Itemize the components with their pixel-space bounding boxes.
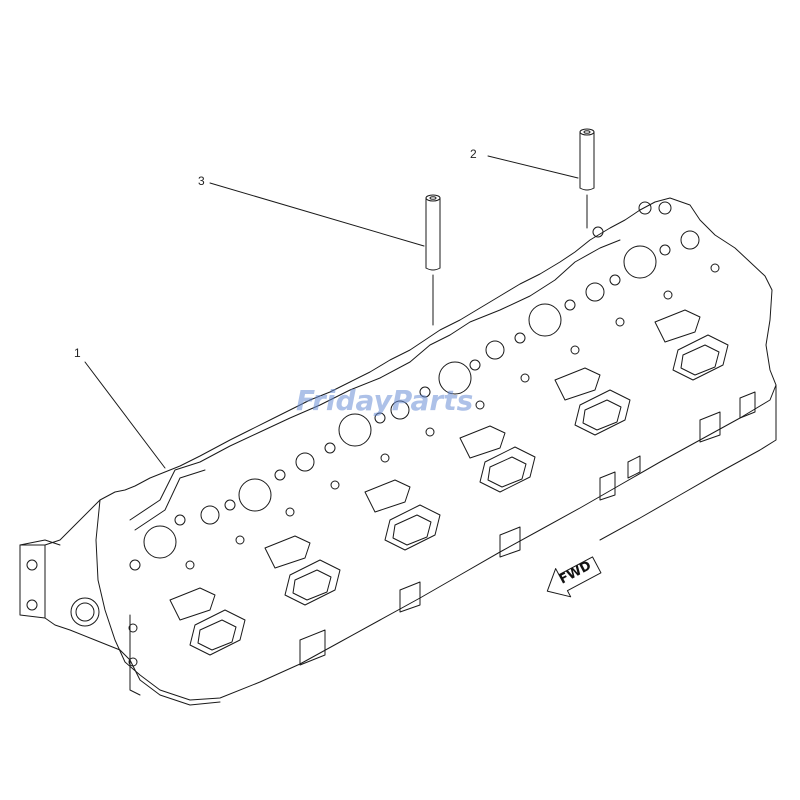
leader-line-1 bbox=[84, 361, 166, 469]
watermark-part1: Friday bbox=[296, 384, 394, 417]
leader-line-2 bbox=[487, 155, 579, 179]
watermark-logo: FridayParts bbox=[296, 384, 473, 417]
fwd-arrow bbox=[546, 556, 602, 598]
valve-bosses bbox=[169, 309, 701, 621]
callout-3: 3 bbox=[198, 174, 205, 188]
cylinder-head-side-face bbox=[19, 499, 221, 706]
deck-holes bbox=[129, 201, 720, 571]
callout-1: 1 bbox=[74, 346, 81, 360]
callout-2: 2 bbox=[470, 147, 477, 161]
dowel-pin-3 bbox=[425, 194, 441, 326]
lower-lugs bbox=[299, 391, 756, 666]
cylinder-head-top-deck bbox=[95, 197, 777, 701]
leader-line-3 bbox=[209, 182, 425, 247]
watermark-part2: Parts bbox=[392, 384, 473, 417]
gasket-inner-line bbox=[129, 239, 621, 521]
exhaust-ports bbox=[189, 334, 729, 656]
dowel-pin-2 bbox=[579, 128, 595, 229]
